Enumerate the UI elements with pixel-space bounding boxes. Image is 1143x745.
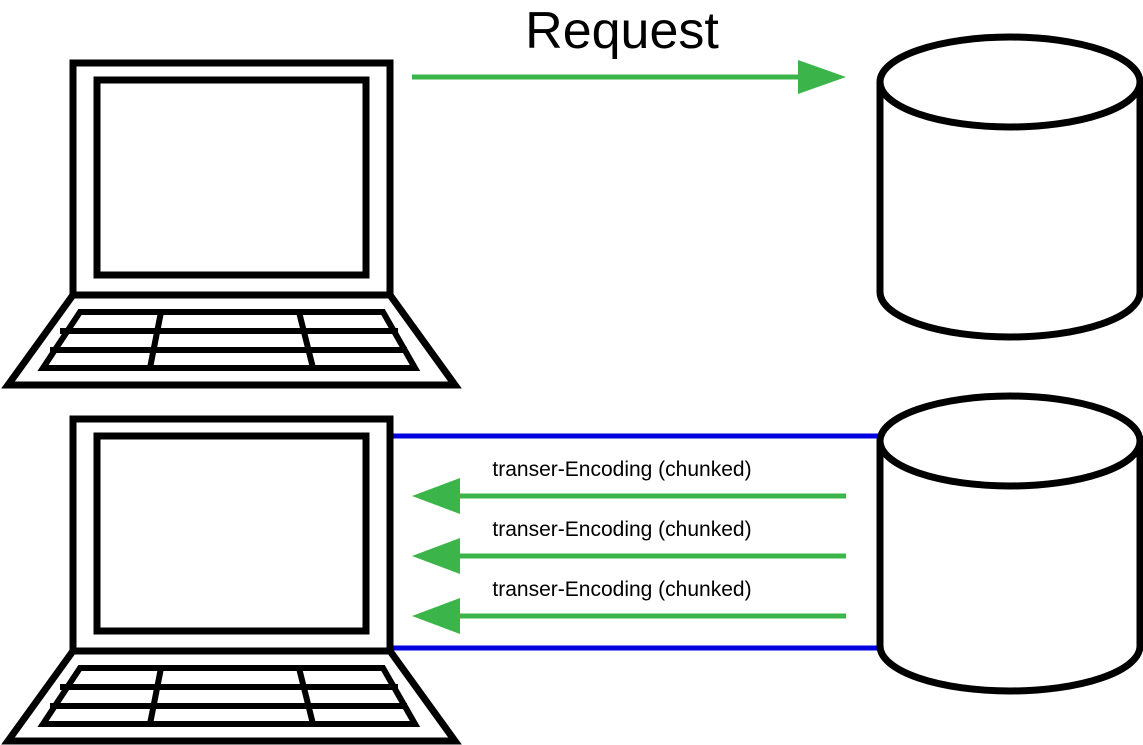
chunk-label-3: transer-Encoding (chunked)	[492, 578, 751, 601]
request-arrow	[412, 60, 846, 94]
laptop-icon-top	[1, 59, 462, 389]
database-icon-bottom	[876, 392, 1143, 695]
connection-lines	[390, 433, 882, 651]
chunk-arrow-2	[412, 538, 846, 574]
chunk-label-1: transer-Encoding (chunked)	[492, 458, 751, 481]
laptop-icon-bottom	[1, 415, 462, 745]
chunk-arrow-3	[412, 598, 846, 634]
database-icon-top	[876, 33, 1143, 341]
chunk-label-2: transer-Encoding (chunked)	[492, 518, 751, 541]
request-label: Request	[525, 2, 719, 60]
chunk-arrow-1	[412, 478, 846, 514]
